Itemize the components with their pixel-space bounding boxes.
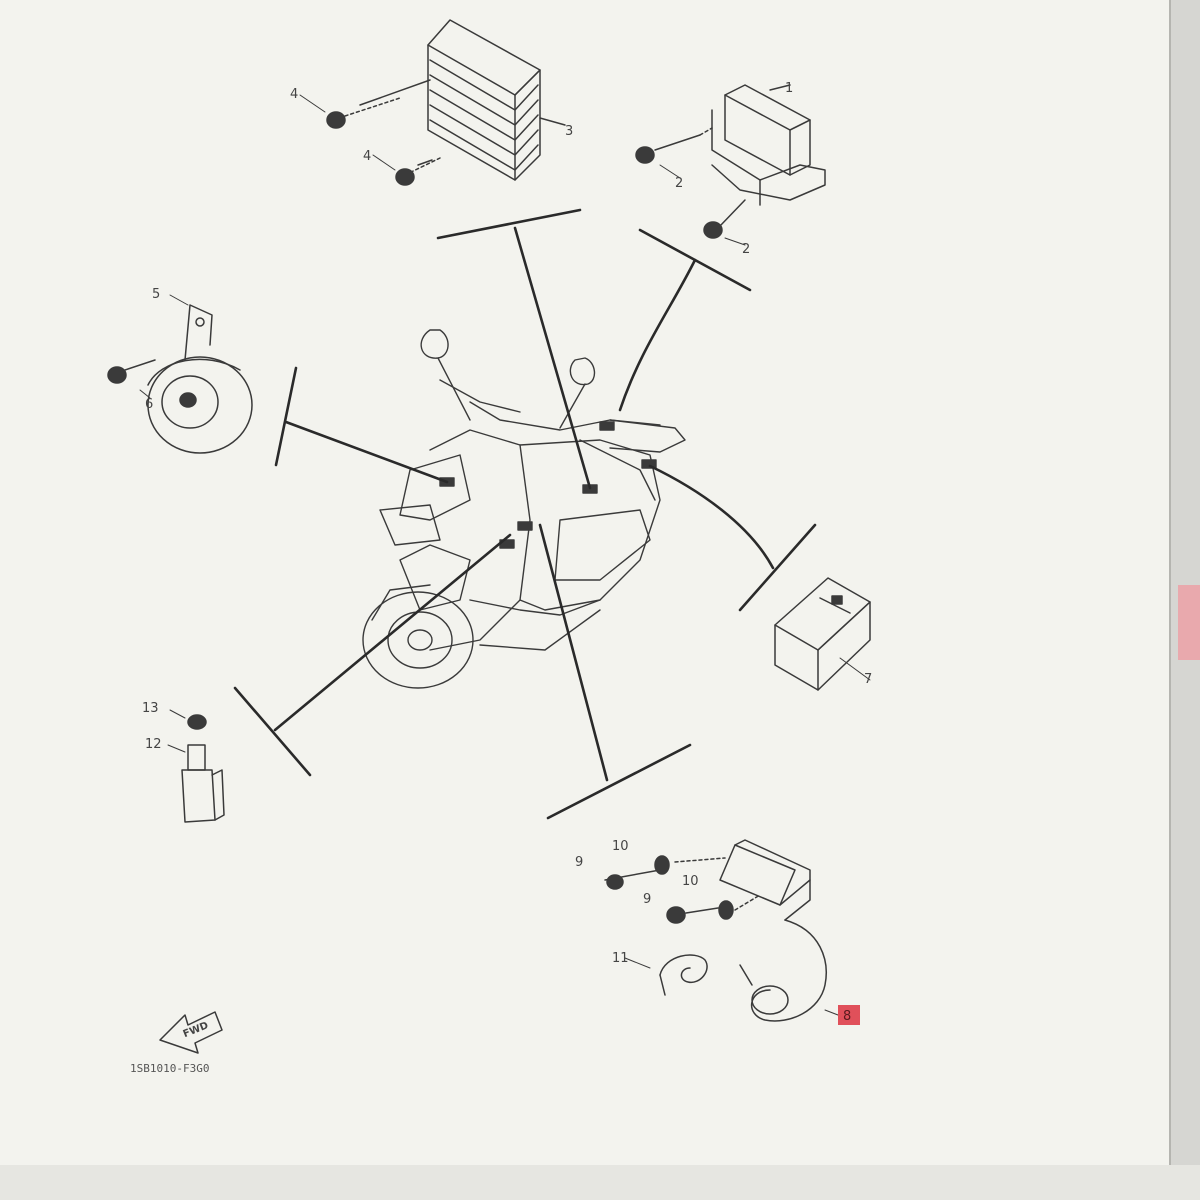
highlighted-part-marker[interactable] [838, 1005, 860, 1025]
label-part-10a: 10 [612, 839, 629, 854]
horn-part-5-6 [107, 294, 253, 454]
callout-leaders [233, 208, 817, 820]
label-part-9a: 9 [575, 855, 583, 870]
label-part-13: 13 [142, 701, 159, 716]
switch-part-12-13 [167, 709, 225, 823]
label-part-9b: 9 [643, 892, 651, 907]
label-part-5: 5 [152, 287, 160, 302]
label-part-10b: 10 [682, 874, 699, 889]
label-part-8[interactable]: 8 [843, 1009, 851, 1024]
label-part-12: 12 [145, 737, 162, 752]
screen-edge-marker [1178, 585, 1200, 660]
module-part-7 [774, 577, 871, 691]
sensor-assembly-part-8-11 [604, 839, 839, 1022]
screen-bottom-band [0, 1165, 1200, 1200]
part-number-labels: 1 2 2 3 4 4 5 6 7 9 9 10 10 11 12 13 [142, 81, 872, 966]
relay-unit-part-1 [635, 84, 826, 246]
rectifier-regulator-part-3 [299, 19, 566, 186]
label-part-11: 11 [612, 951, 629, 966]
label-part-4b: 4 [363, 149, 371, 164]
label-part-7: 7 [864, 672, 872, 687]
label-part-1: 1 [785, 81, 793, 96]
label-part-2b: 2 [742, 242, 750, 257]
label-part-3: 3 [565, 124, 573, 139]
label-part-6: 6 [145, 397, 153, 412]
forward-direction-arrow [159, 1011, 223, 1054]
diagram-code: 1SB1010-F3G0 [130, 1062, 209, 1075]
label-part-4a: 4 [290, 87, 298, 102]
label-part-2a: 2 [675, 176, 683, 191]
scooter-illustration [362, 329, 686, 689]
